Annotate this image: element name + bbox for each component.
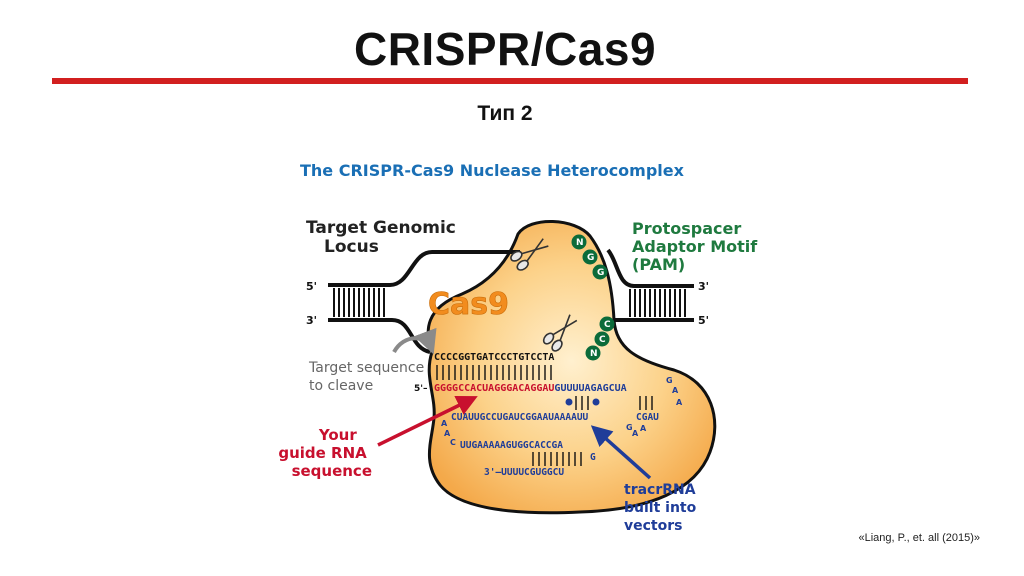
target-locus-label: Target Genomic Locus	[306, 218, 462, 257]
svg-text:A: A	[632, 429, 639, 438]
svg-text:C: C	[599, 335, 606, 345]
tracr-sequence-row-2: UUGAAAAAGUGGCACCGA	[460, 440, 563, 451]
svg-text:A: A	[676, 398, 683, 407]
svg-text:A: A	[441, 419, 448, 428]
loop-1: G A A	[666, 376, 683, 407]
tracr-sequence-row-2-tail: G	[590, 452, 596, 463]
strand-end-right-top: 3'	[698, 280, 709, 293]
tracrrna-arrow	[590, 425, 652, 480]
pam-bead	[571, 234, 587, 250]
cas9-label: Cas9	[428, 287, 509, 322]
svg-text:A: A	[640, 424, 647, 433]
svg-text:N: N	[590, 349, 598, 359]
slide-title: CRISPR/Cas9	[353, 23, 657, 75]
hairpin-pairs	[565, 396, 653, 410]
svg-text:G: G	[597, 268, 604, 278]
target-cleave-label: Target sequence to cleave	[308, 360, 429, 394]
svg-text:N: N	[576, 238, 584, 248]
figure-heading: The CRISPR-Cas9 Nuclease Heterocomplex	[300, 161, 685, 180]
strand-end-left-top: 5'	[306, 280, 317, 293]
svg-text:C: C	[450, 438, 456, 447]
pam-label: Protospacer Adaptor Motif (PAM)	[632, 219, 763, 274]
svg-text:G: G	[626, 423, 633, 432]
left-loop: A A C	[441, 419, 456, 447]
pam-beads-top: N G G	[571, 234, 608, 280]
loop-2: G A A	[626, 423, 647, 438]
tracr-sequence-row-1-tail: CGAU	[636, 412, 659, 423]
tracr-sequence-row-1: CUAUUGCCUGAUCGGAAUAAAAUU	[451, 412, 589, 423]
tracr-pairs	[532, 452, 582, 466]
pam-bead	[599, 316, 615, 332]
strand-end-right-bottom: 5'	[698, 314, 709, 327]
pam-beads-bottom: C C N	[585, 316, 615, 361]
svg-text:A: A	[672, 386, 679, 395]
guide-rna-arrow	[377, 395, 478, 447]
pam-bead	[592, 264, 608, 280]
base-pair-ticks	[436, 365, 552, 380]
svg-text:G: G	[587, 253, 594, 263]
dna-left-duplex	[328, 250, 520, 354]
svg-text:G: G	[666, 376, 673, 385]
target-dna-sequence: CCCCGGTGATCCCTGTCCTA	[434, 352, 554, 363]
tracr-sequence-row-3: 3'—UUUUCGUGGCU	[484, 467, 564, 478]
strand-end-left-bottom: 3'	[306, 314, 317, 327]
svg-text:A: A	[444, 429, 451, 438]
title-underline	[52, 78, 968, 84]
scissors-icon	[542, 314, 578, 352]
target-cleave-arrow	[392, 327, 437, 355]
pam-bead	[582, 249, 598, 265]
dna-right-duplex	[606, 248, 694, 322]
guide-rna-label: Your guide RNA sequence	[278, 426, 372, 480]
svg-text:C: C	[604, 320, 611, 330]
slide-subtitle: Тип 2	[477, 102, 533, 125]
pam-bead	[585, 345, 601, 361]
scissors-icon	[510, 238, 549, 271]
tracrrna-label: tracrRNA built into vectors	[624, 482, 701, 534]
guide-rna-sequence: GGGGCCACUAGGGACAGGAUGUUUUAGAGCUA	[434, 383, 627, 394]
citation: «Liang, P., et. all (2015)»	[858, 532, 981, 544]
pam-bead	[594, 331, 610, 347]
guide-5prime-label: 5'–	[414, 384, 428, 394]
